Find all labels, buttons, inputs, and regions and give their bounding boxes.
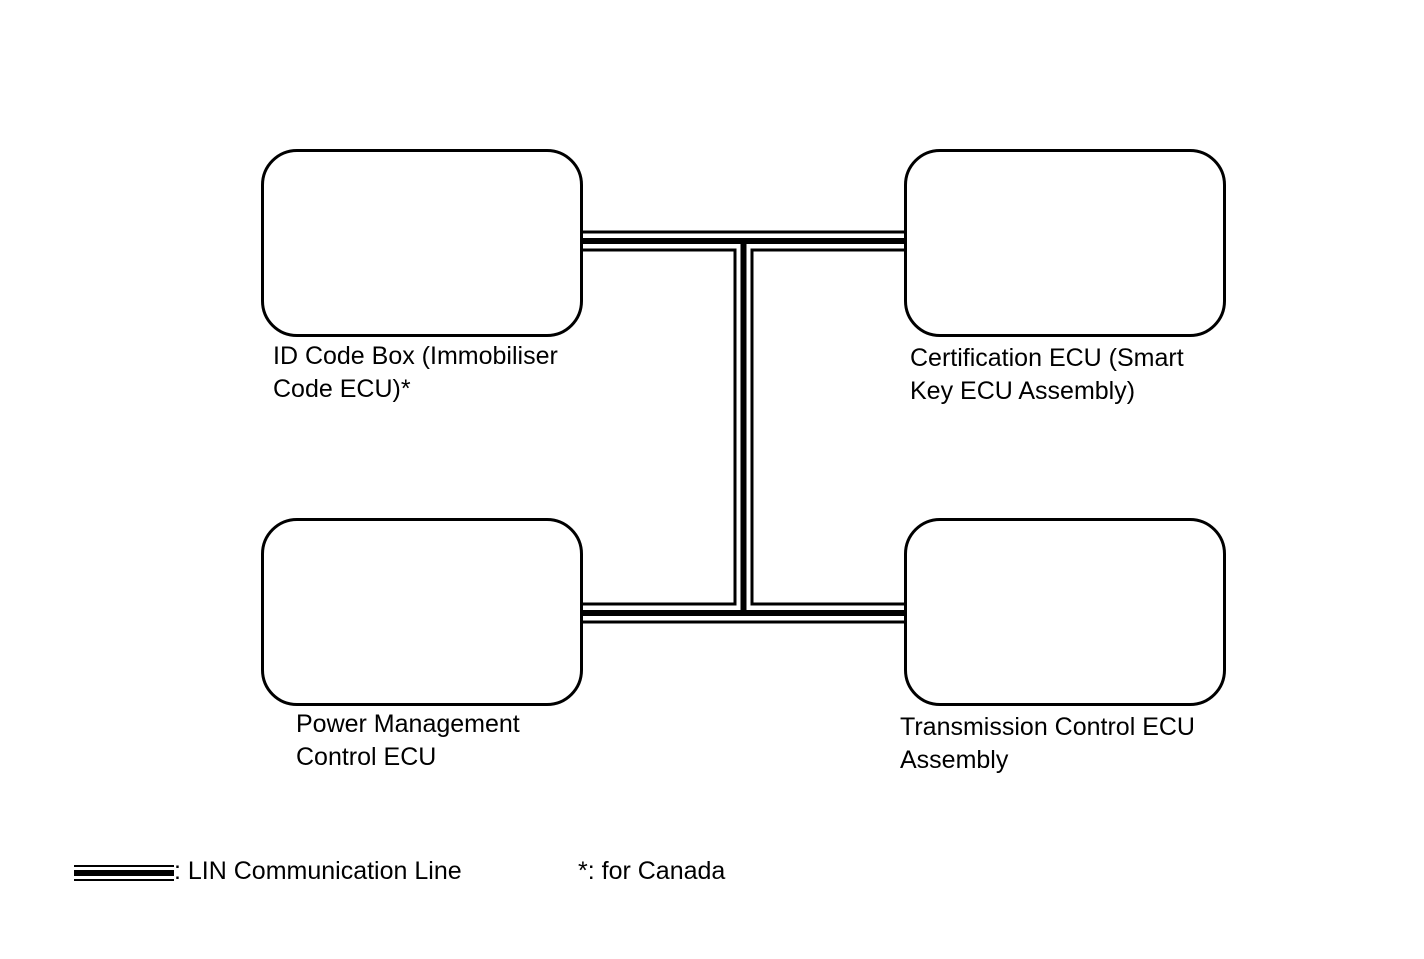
certification-ecu-label-line-2: Key ECU Assembly) — [910, 377, 1136, 405]
power-management-ecu-node — [261, 518, 583, 706]
transmission-control-ecu-label: Transmission Control ECU Assembly — [900, 711, 1195, 777]
certification-ecu-label: Certification ECU (Smart Key ECU Assembl… — [910, 342, 1184, 408]
certification-ecu-node — [904, 149, 1226, 337]
certification-ecu-label-line-1: Certification ECU (Smart — [910, 344, 1184, 372]
lin-line-legend-label: : LIN Communication Line — [174, 857, 462, 885]
lin-line-top-inner-right — [750, 248, 906, 606]
lin-line-legend-symbol — [74, 865, 174, 881]
id-code-box-label-line-1: ID Code Box (Immobiliser — [273, 342, 558, 370]
lin-bus-lines — [582, 230, 906, 624]
power-management-ecu-label: Power Management Control ECU — [296, 708, 520, 774]
id-code-box-node — [261, 149, 583, 337]
transmission-control-ecu-label-line-2: Assembly — [900, 746, 1009, 774]
lin-line-top-inner-left — [582, 248, 737, 606]
id-code-box-label-line-2: Code ECU)* — [273, 375, 411, 403]
power-management-ecu-label-line-1: Power Management — [296, 710, 520, 738]
canada-footnote: *: for Canada — [578, 857, 726, 885]
id-code-box-label: ID Code Box (Immobiliser Code ECU)* — [273, 340, 558, 406]
transmission-control-ecu-node — [904, 518, 1226, 706]
transmission-control-ecu-label-line-1: Transmission Control ECU — [900, 713, 1195, 741]
power-management-ecu-label-line-2: Control ECU — [296, 743, 437, 771]
